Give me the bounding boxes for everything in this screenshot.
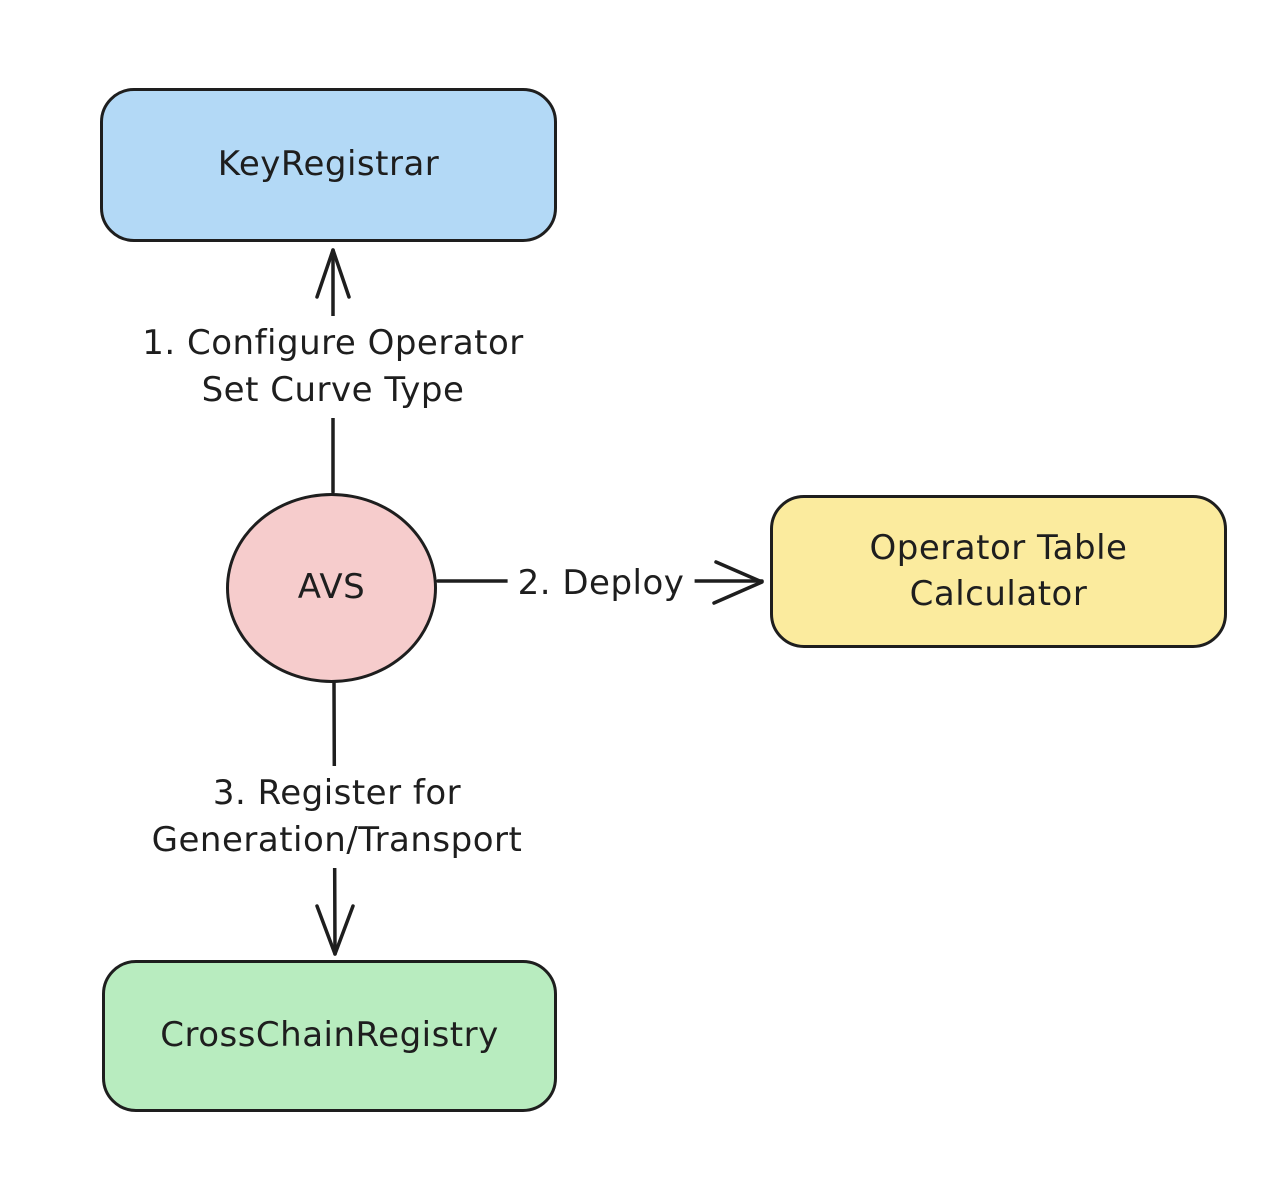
arrowhead-down-icon [315, 904, 355, 956]
node-crosschainregistry: CrossChainRegistry [102, 960, 557, 1112]
edge-label-configure-operator-set-curve-type: 1. Configure Operator Set Curve Type [132, 316, 534, 418]
arrowhead-up-icon [315, 248, 351, 299]
arrowhead-right-icon [712, 560, 764, 605]
node-keyregistrar: KeyRegistrar [100, 88, 557, 242]
node-avs: AVS [226, 493, 437, 683]
node-operator-table-calculator: Operator Table Calculator [770, 495, 1227, 648]
edge-label-register-for-generation-transport: 3. Register for Generation/Transport [141, 766, 533, 868]
edge-label-deploy: 2. Deploy [507, 556, 695, 611]
